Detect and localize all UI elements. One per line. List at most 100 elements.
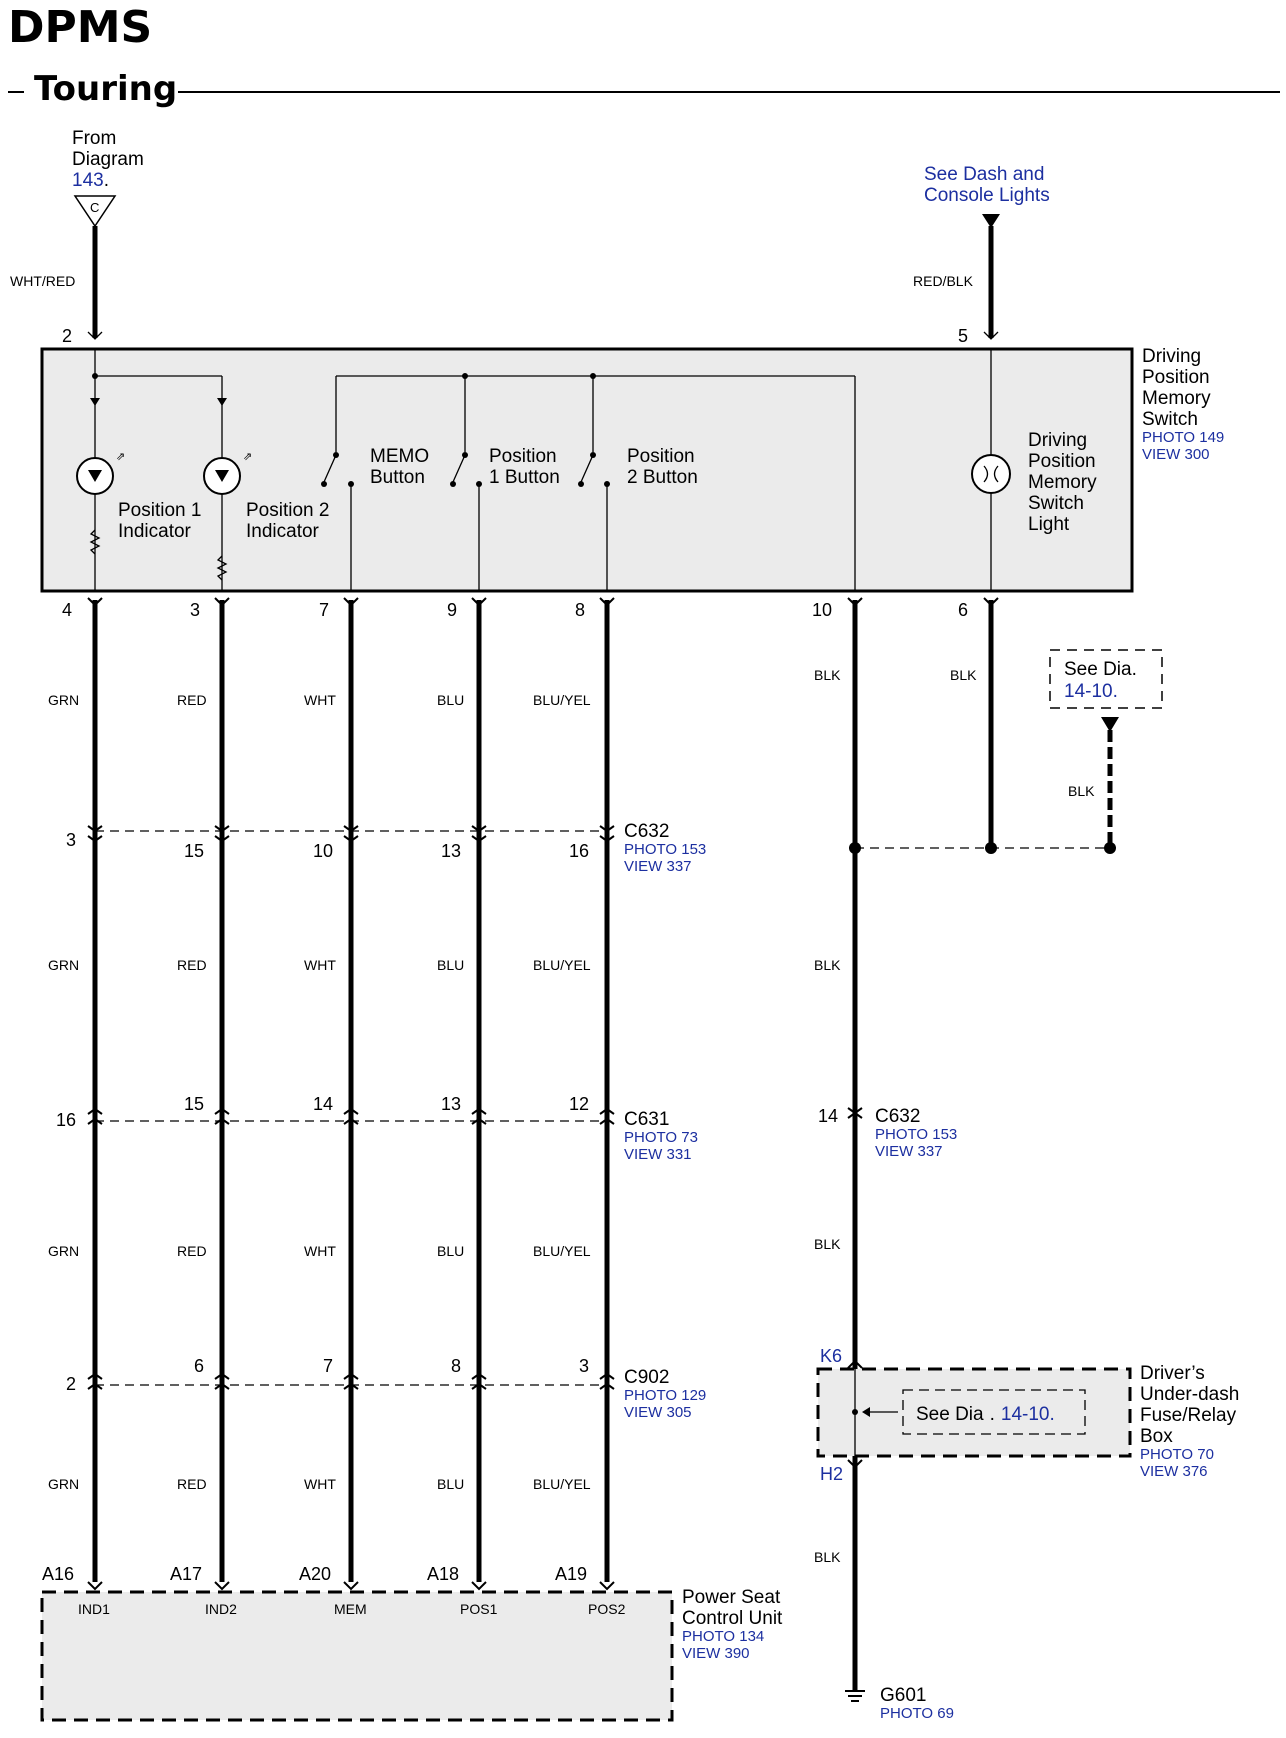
switch-name-3: Memory [1142,388,1211,409]
wire-color-wht-red: WHT/RED [10,273,75,289]
see-dash-line2[interactable]: Console Lights [924,185,1050,206]
c632r-name: C632 [875,1106,920,1127]
diode-icon [90,398,100,406]
seat-terminal: IND1 [78,1601,110,1617]
seat-pin: A18 [427,1564,459,1584]
fuse-name-1: Driver’s [1140,1363,1205,1384]
pin-9: 9 [447,600,457,620]
ground-icon [845,1690,865,1702]
wc-blk: BLK [950,667,977,683]
wc-blu: BLU [437,957,464,973]
switch-name-4: Switch [1142,409,1198,430]
wc-blu-yel: BLU/YEL [533,692,591,708]
wc-blu-yel: BLU/YEL [533,957,591,973]
c632r-view[interactable]: VIEW 337 [875,1143,943,1160]
light-l3: Memory [1028,472,1097,493]
fuse-name-3: Fuse/Relay [1140,1405,1237,1426]
light-l1: Driving [1028,430,1087,451]
indicator1-l2: Indicator [118,521,192,542]
indicator1-l1: Position 1 [118,500,201,521]
c632-view[interactable]: VIEW 337 [624,858,692,875]
wc-blk: BLK [814,1236,841,1252]
fuse-pin-h2: H2 [820,1464,843,1484]
connector-triangle [73,195,117,228]
pos2-l2: 2 Button [627,467,698,488]
c631-row [87,1107,615,1125]
c902-pin: 3 [579,1356,589,1376]
ground-photo[interactable]: PHOTO 69 [880,1705,954,1722]
switch-name-2: Position [1142,367,1210,388]
pin-3: 3 [190,600,200,620]
wc-red: RED [177,1243,207,1259]
c632-pin: 16 [569,841,589,861]
seat-view[interactable]: VIEW 390 [682,1645,750,1662]
wc-wht: WHT [304,957,336,973]
c631-pin: 13 [441,1094,461,1114]
right-source-arrow [982,214,1000,228]
diode-icon [217,398,227,406]
see-dia-text: See Dia. [1064,659,1137,680]
pos2-l1: Position [627,446,695,467]
c902-view[interactable]: VIEW 305 [624,1404,692,1421]
switch-view[interactable]: VIEW 300 [1142,446,1210,463]
diagram-ref[interactable]: 143. [72,170,109,191]
pos2-switch-icon [578,452,610,590]
indicator2-l2: Indicator [246,521,320,542]
c632-pin: 3 [66,830,76,850]
seat-name-1: Power Seat [682,1587,781,1608]
wc-red: RED [177,957,207,973]
c632r-photo[interactable]: PHOTO 153 [875,1126,957,1143]
seat-pin: A16 [42,1564,74,1584]
see-dash-line1[interactable]: See Dash and [924,164,1044,185]
pos1-l1: Position [489,446,557,467]
pin-7: 7 [319,600,329,620]
pin-2: 2 [62,326,72,346]
bulb-filament-icon [983,465,999,483]
ground-name: G601 [880,1685,926,1706]
pin-mark [87,331,103,340]
c632-pin: 10 [313,841,333,861]
wc-grn: GRN [48,692,79,708]
wc-wht: WHT [304,1476,336,1492]
wc-blk: BLK [814,1549,841,1565]
c902-name: C902 [624,1367,669,1388]
resistor-icon [89,529,101,555]
power-seat-unit-box [40,1590,674,1722]
pin-6: 6 [958,600,968,620]
seat-pin: A17 [170,1564,202,1584]
fuse-name-2: Under-dash [1140,1384,1239,1405]
pin-mark [847,1359,863,1369]
switch-photo[interactable]: PHOTO 149 [1142,429,1224,446]
fuse-photo[interactable]: PHOTO 70 [1140,1446,1214,1463]
fuse-arrow-icon [862,1407,870,1417]
connector-letter: C [90,200,99,215]
seat-terminal: IND2 [205,1601,237,1617]
c631-photo[interactable]: PHOTO 73 [624,1129,698,1146]
c902-pin: 2 [66,1374,76,1394]
c631-pin: 12 [569,1094,589,1114]
junction-dot [92,373,98,379]
fuse-view[interactable]: VIEW 376 [1140,1463,1208,1480]
c631-pin: 16 [56,1110,76,1130]
pos1-l2: 1 Button [489,467,560,488]
c631-view[interactable]: VIEW 331 [624,1146,692,1163]
fuse-name-4: Box [1140,1426,1173,1447]
pin-mark [983,331,999,340]
wc-grn: GRN [48,957,79,973]
c631-pin: 15 [184,1094,204,1114]
wc-wht: WHT [304,1243,336,1259]
fuse-see-text[interactable]: See Dia.14-10. [916,1404,1055,1425]
pin-4: 4 [62,600,72,620]
wire-color-red-blk: RED/BLK [913,273,974,289]
junction-dot [852,1409,858,1415]
junction-dot [590,373,596,379]
c632-photo[interactable]: PHOTO 153 [624,841,706,858]
see-dia-box[interactable]: See Dia. 14-10. [1049,649,1163,709]
dot: . [990,1404,995,1425]
wc-blk: BLK [1068,783,1095,799]
see-dia-ref[interactable]: 14-10. [1064,681,1118,702]
c902-pin: 6 [194,1356,204,1376]
c902-photo[interactable]: PHOTO 129 [624,1387,706,1404]
seat-photo[interactable]: PHOTO 134 [682,1628,764,1645]
c631-pin: 14 [313,1094,333,1114]
